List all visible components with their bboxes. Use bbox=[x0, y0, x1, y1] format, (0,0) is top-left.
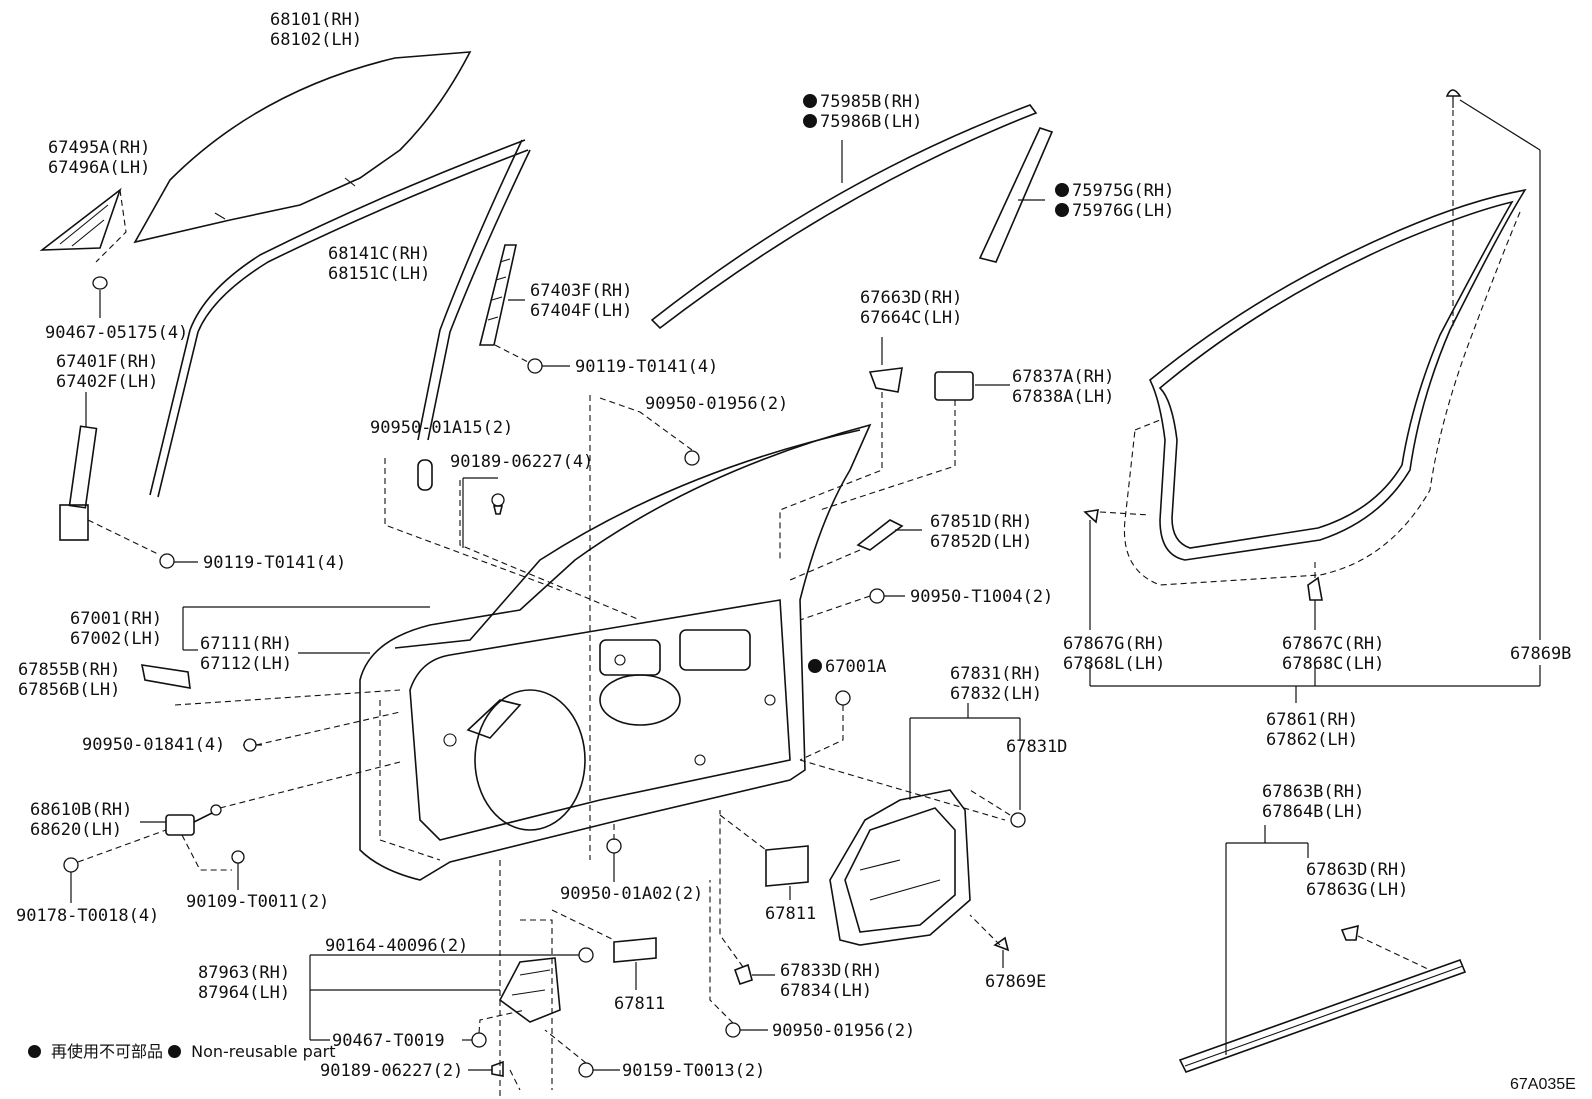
label-hinge: 68610B(RH) 68620(LH) bbox=[30, 800, 133, 840]
label-bolt-lock: 90164-40096(2) bbox=[325, 936, 469, 956]
label-glass-front: 68101(RH) 68102(LH) bbox=[270, 10, 363, 50]
label-bracket-lower: 67851D(RH) 67852D(LH) bbox=[930, 512, 1033, 552]
label-corner-piece: 67495A(RH) 67496A(LH) bbox=[48, 138, 151, 178]
weatherstrip-drawing bbox=[1083, 89, 1541, 703]
label-sheet-drawings bbox=[551, 814, 809, 990]
label-cover-upper: 67663D(RH) 67664C(LH) bbox=[860, 288, 963, 328]
label-moulding-belt: 75985B(RH) 75986B(LH) bbox=[803, 92, 922, 132]
lower-center-drawings bbox=[606, 810, 775, 1038]
run-channel-drawing bbox=[59, 392, 198, 569]
label-weatherstrip: 67861(RH) 67862(LH) bbox=[1266, 710, 1359, 750]
label-cover-clip: 67831D bbox=[1006, 737, 1068, 757]
label-bolt-lock-lower: 90159-T0013(2) bbox=[622, 1061, 766, 1081]
hinge-drawing bbox=[63, 761, 401, 903]
label-glass-run: 68141C(RH) 68151C(LH) bbox=[328, 244, 431, 284]
center-pillar-drawing bbox=[478, 244, 570, 374]
rear-moulding-drawing bbox=[978, 127, 1054, 263]
label-weatherstrip-clip-c: 67869B bbox=[1510, 644, 1572, 664]
label-service-hole-cover: 67831(RH) 67832(LH) bbox=[950, 664, 1043, 704]
service-hole-cover-drawing bbox=[799, 690, 1026, 968]
legend-jp: 再使用不可部品 bbox=[28, 1042, 163, 1061]
label-bracket-lower-center: 67833D(RH) 67834(LH) bbox=[780, 961, 883, 1001]
upper-bracket-drawings bbox=[779, 337, 1010, 621]
label-weatherstrip-lower: 67863B(RH) 67864B(LH) bbox=[1262, 782, 1365, 822]
corner-piece-drawing bbox=[39, 187, 127, 318]
label-plug-lower-center: 90950-01A02(2) bbox=[560, 884, 704, 904]
belt-moulding-drawing bbox=[650, 104, 1038, 330]
label-panel-a: 67001A bbox=[808, 657, 886, 677]
label-plug-right: 90950-T1004(2) bbox=[910, 587, 1054, 607]
label-sheet-b: 67811 bbox=[614, 994, 666, 1014]
label-run-channel-rear: 67401F(RH) 67402F(LH) bbox=[56, 352, 159, 392]
label-frame-center-pillar: 67403F(RH) 67404F(LH) bbox=[530, 281, 633, 321]
label-plug-top-center: 90950-01956(2) bbox=[645, 394, 789, 414]
label-plug-left: 90950-01841(4) bbox=[82, 735, 226, 755]
label-clip-lock: 90467-T0019 bbox=[332, 1031, 445, 1051]
label-plug-center-upper: 90950-01A15(2) bbox=[370, 418, 514, 438]
door-panel-drawing bbox=[182, 395, 872, 881]
label-clip-upper-left: 90467-05175(4) bbox=[45, 323, 189, 343]
label-clip-center: 90189-06227(4) bbox=[450, 452, 594, 472]
label-weatherstrip-clip-a: 67867G(RH) 67868L(LH) bbox=[1063, 634, 1166, 674]
label-lock-assy: 87963(RH) 87964(LH) bbox=[198, 963, 291, 1003]
label-bolt-left: 90119-T0141(4) bbox=[203, 553, 347, 573]
label-bolt-hinge: 90109-T0011(2) bbox=[186, 892, 330, 912]
door-glass-drawing bbox=[133, 51, 472, 244]
label-clip-lock-lower: 90189-06227(2) bbox=[320, 1061, 464, 1081]
label-moulding-rear: 75975G(RH) 75976G(LH) bbox=[1055, 181, 1174, 221]
label-weatherstrip-clip-b: 67867C(RH) 67868C(LH) bbox=[1282, 634, 1385, 674]
glass-run-drawing bbox=[149, 139, 531, 498]
left-bracket-drawing bbox=[140, 664, 401, 752]
upper-plug-drawings bbox=[417, 397, 700, 548]
label-weatherstrip-lower-clip: 67863D(RH) 67863G(LH) bbox=[1306, 860, 1409, 900]
legend-en: Non-reusable part bbox=[168, 1042, 335, 1061]
label-panel-sub: 67111(RH) 67112(LH) bbox=[200, 634, 293, 674]
label-plug-lower-right: 90950-01956(2) bbox=[772, 1021, 916, 1041]
label-bracket-left: 67855B(RH) 67856B(LH) bbox=[18, 660, 121, 700]
label-bolt-hinge-lower: 90178-T0018(4) bbox=[16, 906, 160, 926]
figure-id: 67A035E bbox=[1510, 1076, 1576, 1093]
label-clip-lower-right: 67869E bbox=[985, 972, 1047, 992]
label-bolt-center: 90119-T0141(4) bbox=[575, 357, 719, 377]
lower-weatherstrip-drawing bbox=[1178, 825, 1467, 1073]
label-sheet-a: 67811 bbox=[765, 904, 817, 924]
legend: 再使用不可部品 Non-reusable part bbox=[28, 1040, 335, 1064]
lock-assembly-drawing bbox=[309, 860, 620, 1099]
label-panel-main: 67001(RH) 67002(LH) bbox=[70, 609, 163, 649]
label-bracket-right: 67837A(RH) 67838A(LH) bbox=[1012, 367, 1115, 407]
